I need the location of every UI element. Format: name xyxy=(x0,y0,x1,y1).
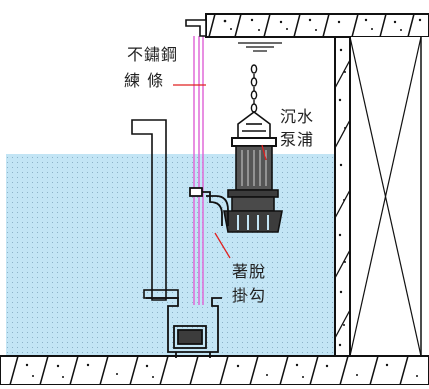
top-slab xyxy=(205,13,429,38)
side-chamber xyxy=(349,36,429,357)
submersible-pump xyxy=(223,111,283,233)
detachable-hook xyxy=(189,187,229,226)
floor-slab xyxy=(0,355,429,386)
stainless-chain xyxy=(250,64,258,113)
chain-label-line1: 不鏽鋼 xyxy=(127,45,179,64)
pump-label-line1: 沉水 xyxy=(280,107,315,126)
pump-label-line2: 泵浦 xyxy=(280,130,315,149)
guide-rails xyxy=(193,36,204,305)
leader-lines xyxy=(173,84,267,259)
ceiling-anchor-symbol xyxy=(238,42,282,52)
water-body xyxy=(6,154,335,356)
chain-label-line2: 練 條 xyxy=(124,71,165,90)
hook-label-line2: 掛勾 xyxy=(232,286,267,305)
concrete-wall xyxy=(334,36,351,357)
guide-rail-top-bracket xyxy=(185,19,207,37)
auto-coupling-base xyxy=(146,297,222,358)
hook-label-line1: 著脫 xyxy=(232,262,267,281)
